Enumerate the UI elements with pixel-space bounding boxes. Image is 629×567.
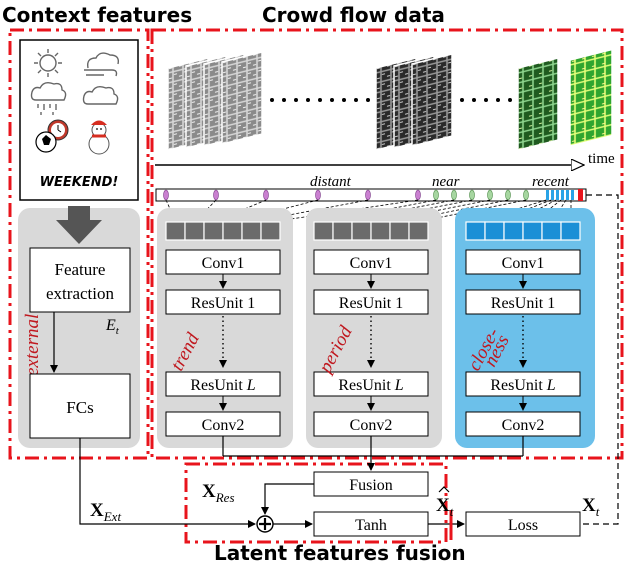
- trend-cells: [165, 221, 281, 241]
- svg-text:ResUnit L: ResUnit L: [338, 377, 403, 394]
- svg-text:Et: Et: [105, 317, 120, 337]
- external-label: external: [22, 314, 43, 376]
- closeness-conv2: Conv2: [502, 417, 545, 434]
- snowman-icon: [88, 120, 110, 155]
- branch-merge-lines: [222, 436, 524, 471]
- sports-ball-clock-icon: [35, 119, 69, 153]
- et-sub: t: [116, 325, 120, 337]
- loss-box: [465, 511, 581, 537]
- feature-extraction-line1: Feature: [55, 260, 106, 279]
- x-res-sub: Res: [215, 490, 235, 505]
- tanh-label: Tanh: [355, 517, 387, 534]
- tanh-box: [313, 511, 429, 537]
- svg-text:XExt: XExt: [90, 500, 121, 524]
- trend-branch: Conv1 ResUnit 1 ResUnit L Conv2 trend: [165, 249, 281, 437]
- x-hat-label: X: [436, 495, 450, 516]
- time-label: time: [588, 151, 615, 167]
- crowd-flow-header: Crowd flow data: [262, 3, 445, 27]
- recent-label: recent: [532, 174, 570, 190]
- x-res-label: X: [202, 481, 216, 502]
- trend-resunitl-var: L: [246, 377, 256, 394]
- x-ext-label: X: [90, 500, 104, 521]
- loss-label: Loss: [508, 517, 538, 534]
- context-features-header: Context features: [2, 3, 192, 27]
- fusion-arrows: [79, 438, 465, 528]
- crowd-region: [150, 28, 624, 460]
- x-hat-sub: t: [450, 504, 454, 519]
- x-t-sub: t: [596, 504, 600, 519]
- feature-extraction-box: [29, 247, 131, 313]
- closeness-resunit1: ResUnit 1: [491, 295, 555, 312]
- wind-cloud-icon: [84, 52, 120, 77]
- fcs-label: FCs: [66, 398, 93, 417]
- fcs-box: [29, 373, 131, 439]
- recent-frames: [517, 48, 613, 151]
- weekend-label: WEEKEND!: [40, 175, 119, 190]
- svg-text:Xt: Xt: [436, 495, 454, 519]
- x-ext-sub: Ext: [103, 509, 122, 524]
- trend-conv1: Conv1: [202, 255, 245, 272]
- ellipsis-dots-2: [460, 98, 512, 102]
- closeness-cells: [465, 221, 581, 241]
- current-marker: [578, 189, 583, 201]
- closeness-conv1: Conv1: [502, 255, 545, 272]
- closeness-markers: [546, 190, 574, 200]
- svg-text:ResUnit L: ResUnit L: [490, 377, 555, 394]
- closeness-branch: Conv1 ResUnit 1 ResUnit L Conv2 close- n…: [464, 249, 581, 437]
- context-icons-box: [19, 39, 139, 201]
- period-markers: [433, 189, 529, 201]
- distant-label: distant: [310, 174, 352, 190]
- period-resunitl: ResUnit: [338, 377, 394, 394]
- period-cells: [313, 221, 429, 241]
- svg-text:Xt: Xt: [582, 495, 600, 519]
- near-frames: [375, 53, 453, 151]
- latent-fusion-header: Latent features fusion: [214, 541, 466, 565]
- cloud-icon: [82, 85, 119, 105]
- closeness-resunitl-var: L: [546, 377, 556, 394]
- svg-text:ResUnit L: ResUnit L: [190, 377, 255, 394]
- hat-mark: [438, 486, 450, 493]
- near-label: near: [432, 174, 460, 190]
- x-t-label: X: [582, 495, 596, 516]
- period-conv1: Conv1: [350, 255, 393, 272]
- et-label: E: [105, 317, 116, 334]
- timeline-bar: [155, 188, 587, 202]
- distant-frames: [167, 51, 263, 151]
- ground-truth-link: [559, 194, 619, 528]
- trend-resunitl: ResUnit: [190, 377, 246, 394]
- fusion-box: [313, 471, 429, 497]
- fusion-region: [184, 462, 448, 544]
- trend-conv2: Conv2: [202, 417, 245, 434]
- fusion-label: Fusion: [349, 477, 393, 494]
- trend-resunit1: ResUnit 1: [191, 295, 255, 312]
- period-resunit1: ResUnit 1: [339, 295, 403, 312]
- closeness-resunitl: ResUnit: [490, 377, 546, 394]
- ellipsis-dots-1: [270, 98, 370, 102]
- period-resunitl-var: L: [394, 377, 404, 394]
- svg-text:XRes: XRes: [202, 481, 235, 505]
- rain-cloud-icon: [30, 81, 67, 115]
- period-conv2: Conv2: [350, 417, 393, 434]
- context-region: [8, 28, 150, 460]
- sun-icon: [34, 49, 62, 77]
- feature-extraction-line2: extraction: [46, 284, 114, 303]
